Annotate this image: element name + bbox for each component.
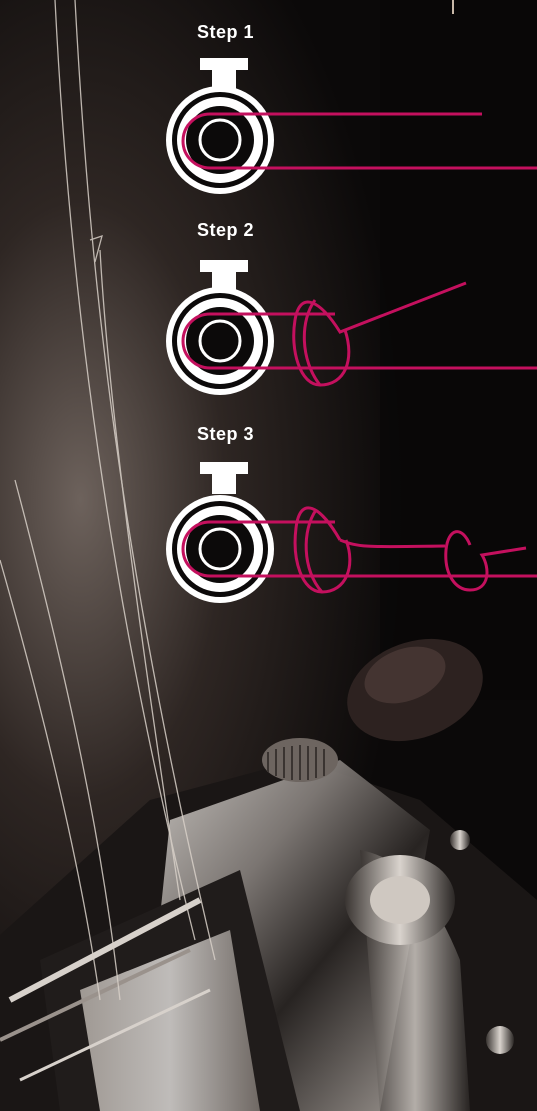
step-2-label: Step 2 bbox=[197, 220, 254, 241]
reel-eye-line-pass-icon bbox=[0, 55, 537, 205]
step-3-label: Step 3 bbox=[197, 424, 254, 445]
page-edge-line bbox=[452, 0, 454, 14]
reel-eye-double-knot-icon bbox=[0, 458, 537, 610]
step-1-label: Step 1 bbox=[197, 22, 254, 43]
reel-eye-wrap-icon bbox=[0, 255, 537, 405]
